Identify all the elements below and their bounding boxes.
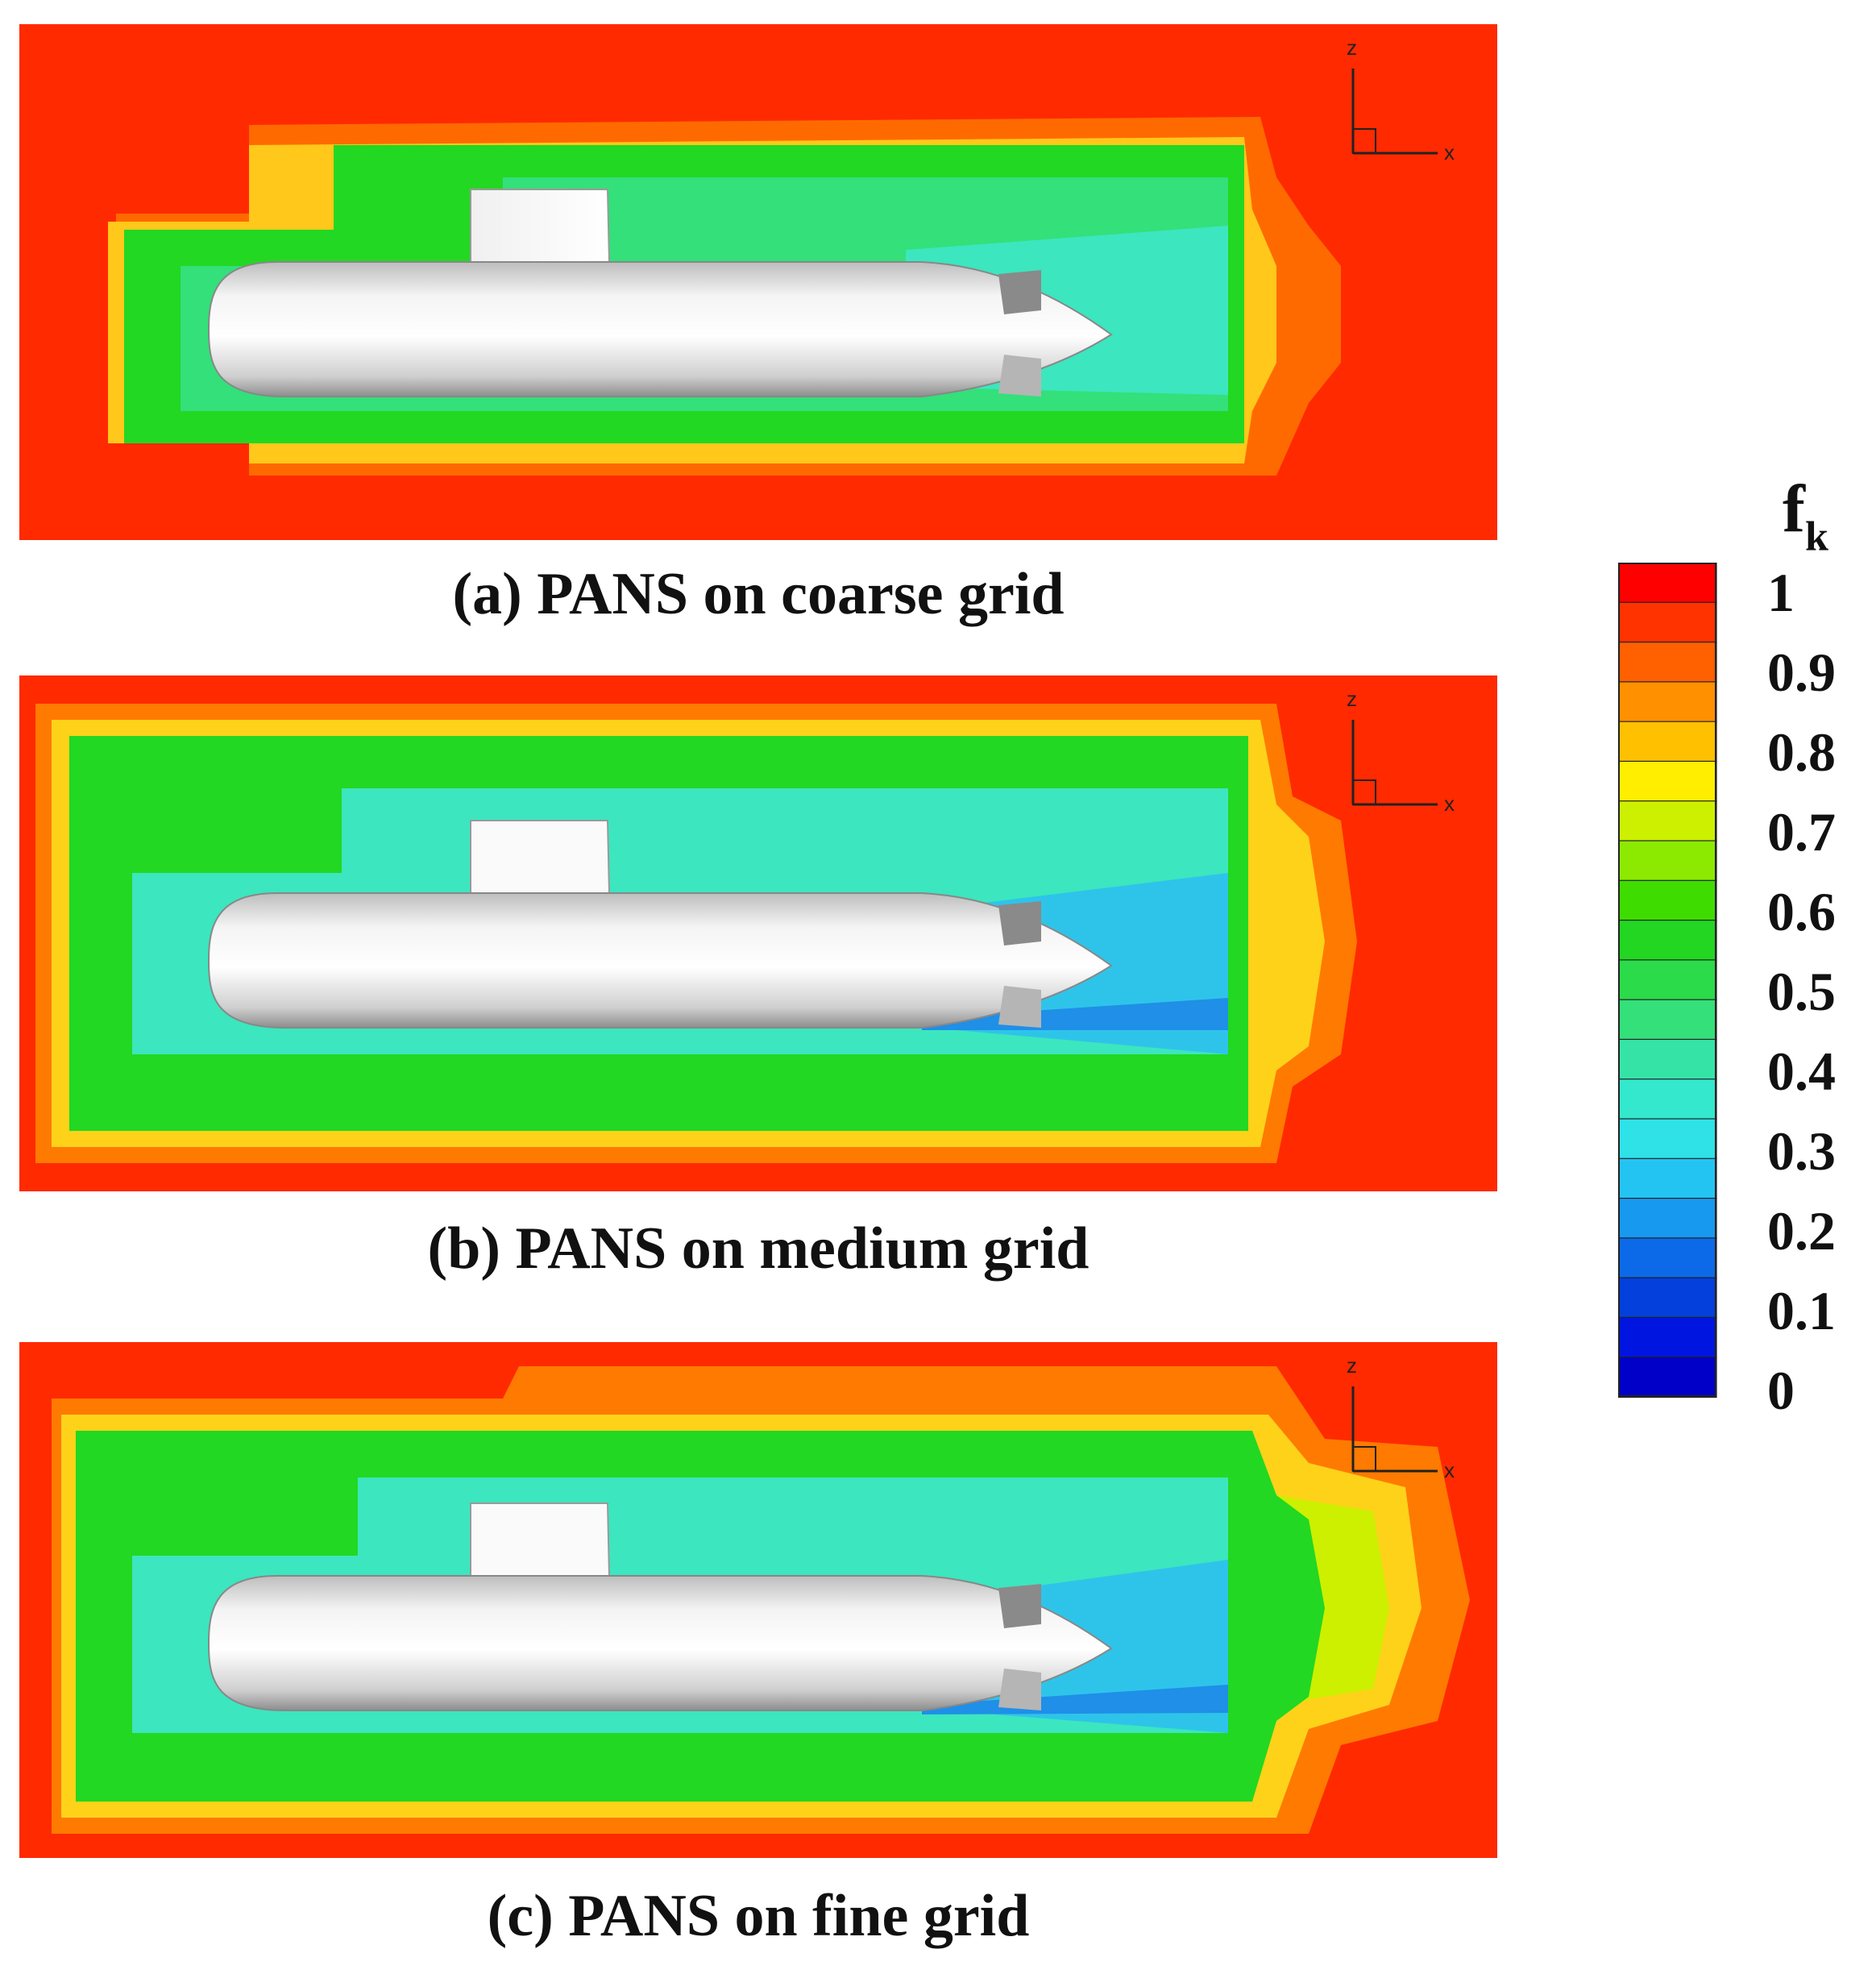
contour-field-a: z x — [19, 24, 1497, 540]
axis-triad-box — [1352, 128, 1376, 154]
wake-blue — [922, 998, 1228, 1030]
caption-c: (c) PANS on fine grid — [487, 1883, 1030, 1949]
axis-triad-box — [1352, 1446, 1376, 1472]
lower-rudder — [998, 355, 1041, 397]
colorbar-tick-label: 1 — [1767, 562, 1795, 623]
z-axis-label: z — [1347, 1353, 1357, 1378]
colorbar-title-subscript: k — [1804, 513, 1828, 560]
upper-rudder — [998, 901, 1041, 946]
colorbar-tick-label: 0.7 — [1767, 801, 1836, 862]
submarine-sail — [470, 820, 611, 894]
colorbar-band — [1618, 800, 1717, 842]
colorbar-tick-label: 0.2 — [1767, 1200, 1836, 1261]
z-axis-label: z — [1347, 687, 1357, 711]
colorbar-title: fk — [1783, 476, 1828, 558]
upper-rudder — [998, 270, 1041, 314]
panel-b-contour-plot: z x — [19, 675, 1497, 1191]
submarine-sail — [470, 189, 611, 263]
colorbar-tick-label: 0.6 — [1767, 881, 1836, 942]
colorbar-band — [1618, 721, 1717, 763]
submarine-hull — [207, 892, 1113, 1029]
wake-blue — [922, 1685, 1228, 1714]
caption-b: (b) PANS on medium grid — [427, 1216, 1089, 1282]
submarine-sail — [470, 1502, 611, 1577]
colorbar-band — [1618, 1118, 1717, 1160]
colorbar-band — [1618, 1316, 1717, 1358]
colorbar-band — [1618, 1277, 1717, 1319]
colorbar-band — [1618, 959, 1717, 1001]
colorbar-band — [1618, 999, 1717, 1041]
colorbar-frame — [1618, 563, 1716, 1397]
colorbar-tick-label: 0.3 — [1767, 1120, 1836, 1182]
colorbar-band — [1618, 681, 1717, 723]
colorbar-band — [1618, 840, 1717, 882]
colorbar-tick-label: 0 — [1767, 1360, 1795, 1421]
colorbar-tick-label: 0.1 — [1767, 1280, 1836, 1341]
colorbar-band — [1618, 879, 1717, 921]
colorbar-band — [1618, 1237, 1717, 1279]
colorbar-band — [1618, 1038, 1717, 1080]
colorbar-band — [1618, 1157, 1717, 1199]
submarine-hull — [207, 261, 1113, 397]
x-axis-label: x — [1444, 1458, 1455, 1482]
x-axis-label: x — [1444, 792, 1455, 816]
colorbar-tick-label: 0.9 — [1767, 642, 1836, 703]
colorbar — [1618, 563, 1717, 1399]
axis-triad-box — [1352, 779, 1376, 805]
lower-rudder — [998, 986, 1041, 1028]
colorbar-band — [1618, 601, 1717, 643]
colorbar-band — [1618, 1197, 1717, 1239]
colorbar-band — [1618, 1357, 1717, 1399]
contour-field-b: z x — [19, 675, 1497, 1191]
panel-c-contour-plot: z x — [19, 1342, 1497, 1858]
colorbar-band — [1618, 760, 1717, 802]
caption-a: (a) PANS on coarse grid — [452, 561, 1065, 627]
contour-field-c: z x — [19, 1342, 1497, 1858]
submarine-hull — [207, 1575, 1113, 1711]
colorbar-tick-label: 0.8 — [1767, 721, 1836, 783]
colorbar-band — [1618, 563, 1717, 604]
colorbar-band — [1618, 641, 1717, 683]
panel-a-contour-plot: z x — [19, 24, 1497, 540]
lower-rudder — [998, 1669, 1041, 1710]
colorbar-tick-label: 0.5 — [1767, 961, 1836, 1022]
colorbar-title-symbol: f — [1783, 472, 1805, 547]
colorbar-band — [1618, 1079, 1717, 1120]
upper-rudder — [998, 1584, 1041, 1628]
z-axis-label: z — [1347, 35, 1357, 60]
x-axis-label: x — [1444, 140, 1455, 164]
colorbar-tick-label: 0.4 — [1767, 1041, 1836, 1102]
colorbar-band — [1618, 919, 1717, 961]
